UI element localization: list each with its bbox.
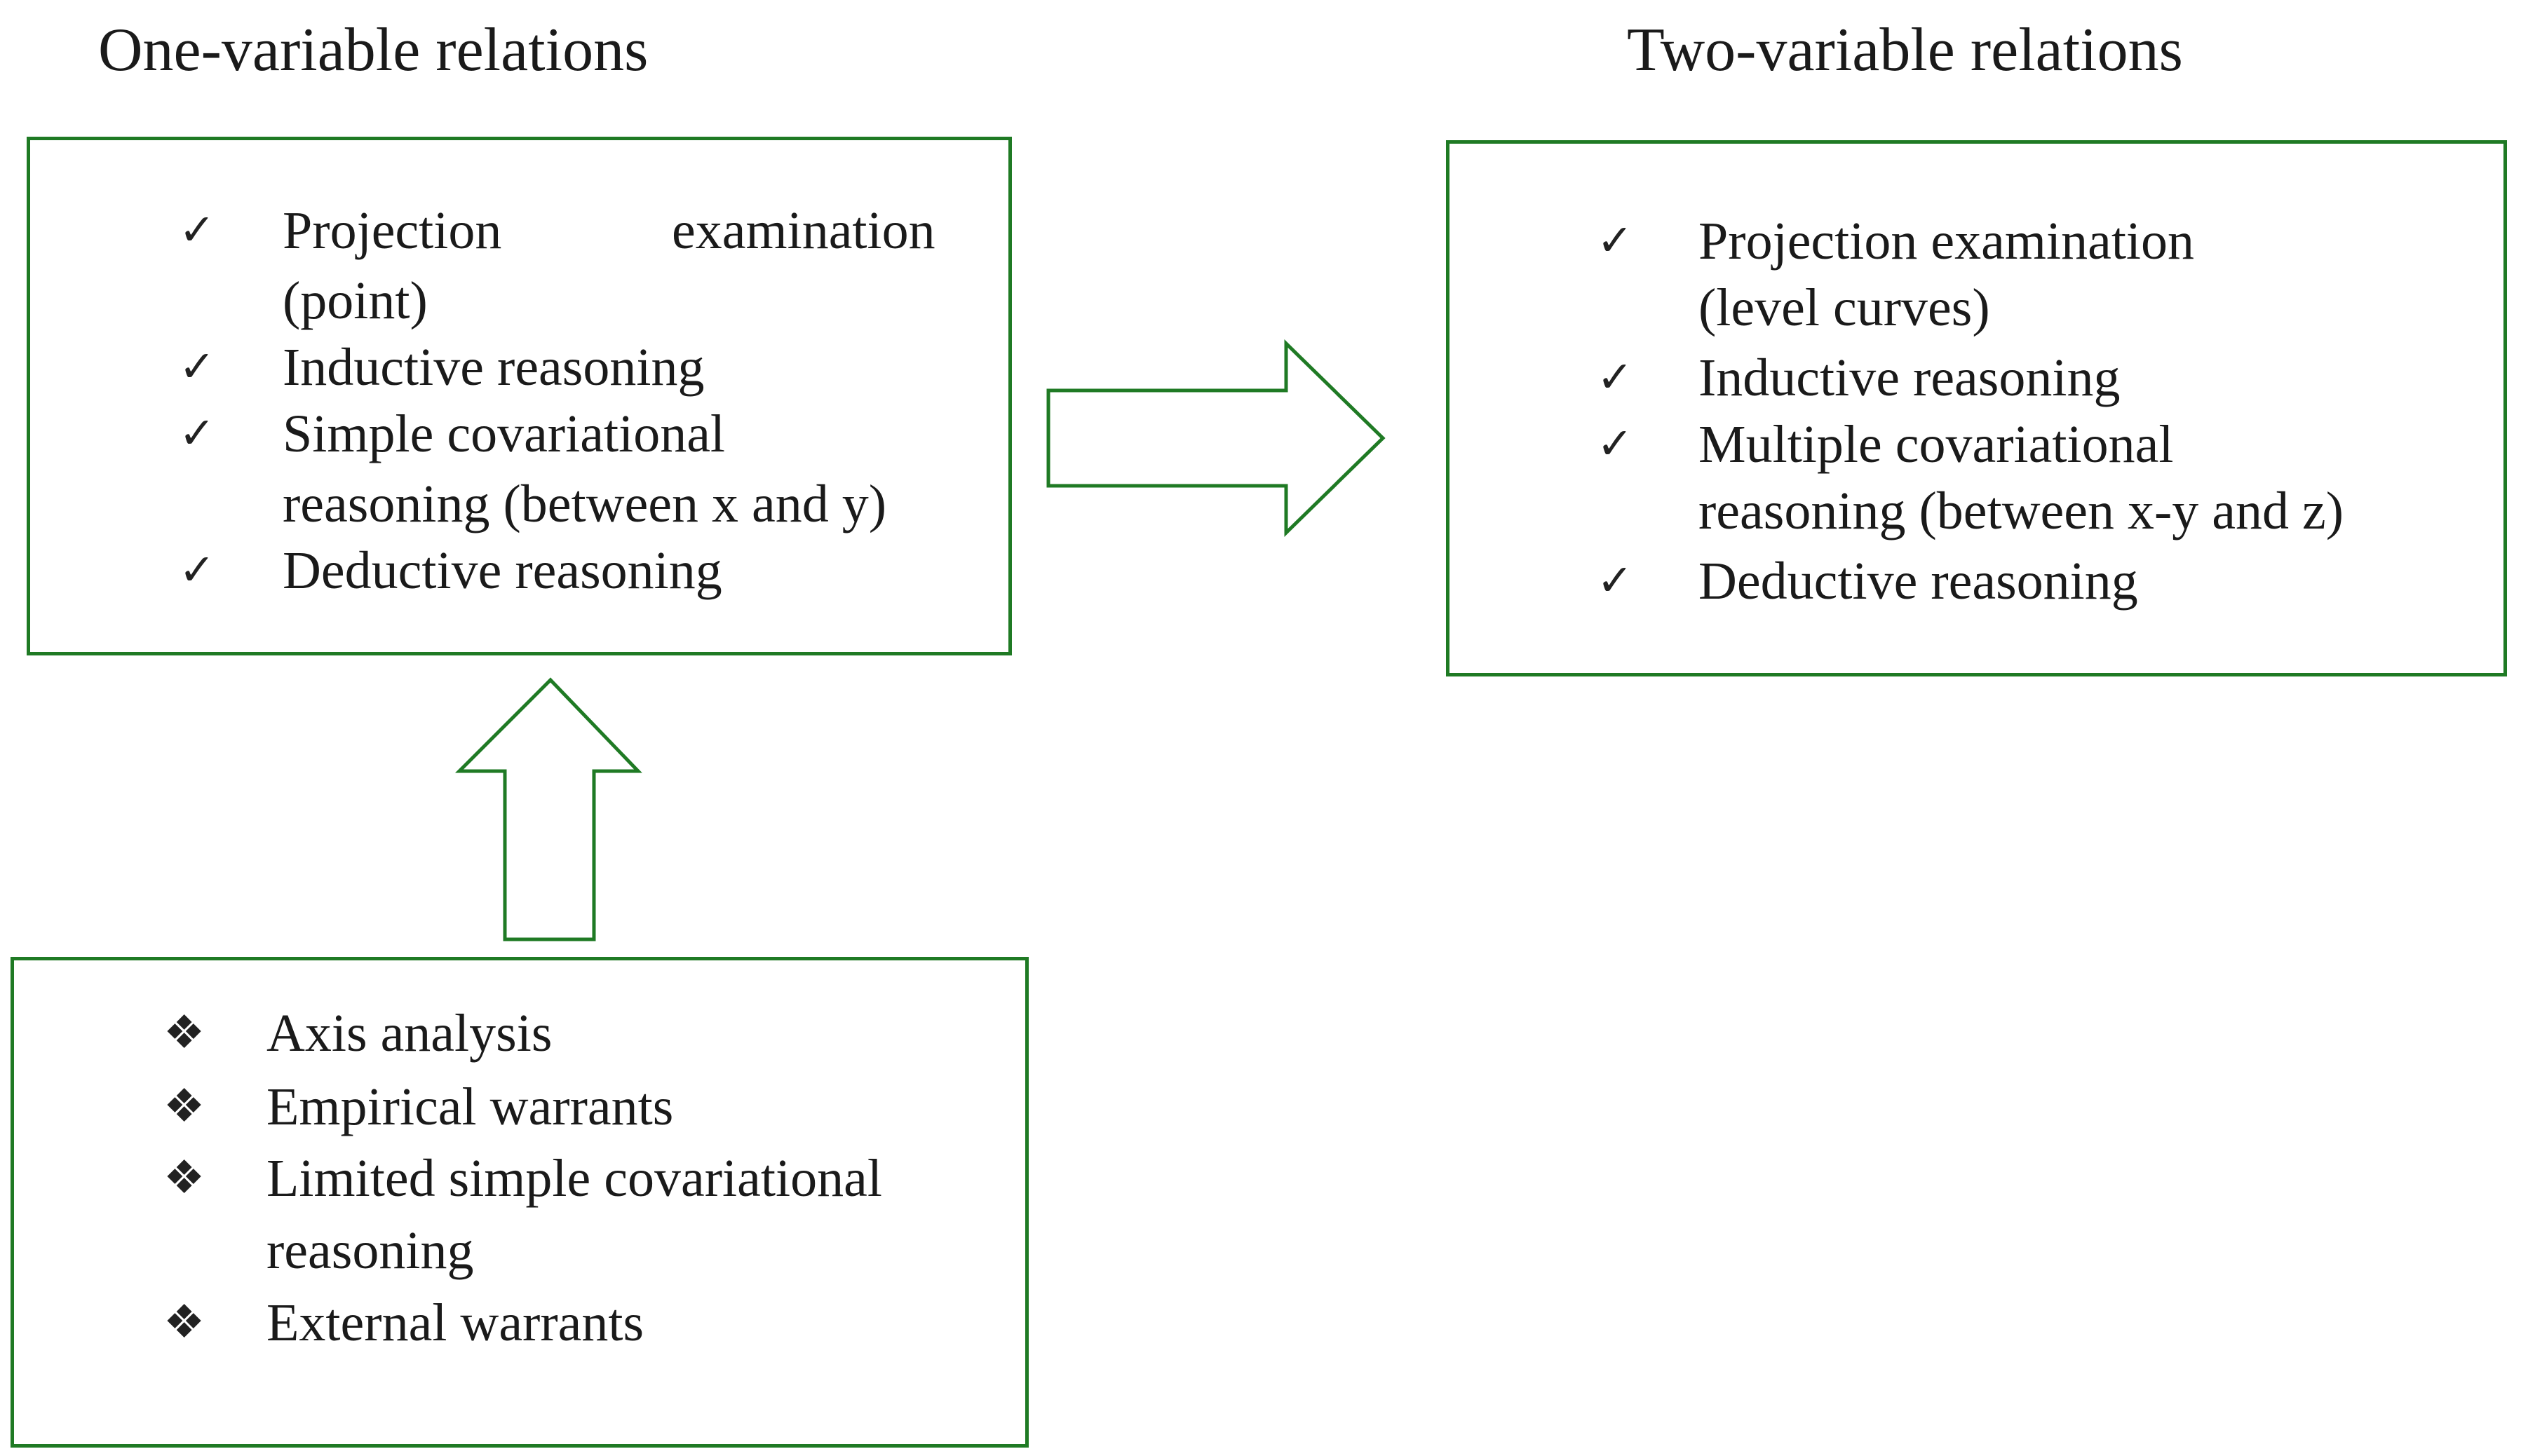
check-icon: ✓ xyxy=(1597,421,1633,468)
item-inductive-reasoning: Inductive reasoning xyxy=(283,338,705,397)
diamond-bullet-icon: ❖ xyxy=(163,1007,205,1059)
item-simple-covariational: Simple covariational xyxy=(283,404,726,463)
check-icon: ✓ xyxy=(179,343,215,391)
box-two-variable: ✓ Projection examination (level curves) … xyxy=(1446,140,2507,676)
heading-two-variable: Two-variable relations xyxy=(1627,16,2183,84)
diamond-bullet-icon: ❖ xyxy=(163,1152,205,1204)
box-initial-reasoning: ❖ Axis analysis ❖ Empirical warrants ❖ L… xyxy=(11,957,1029,1448)
check-icon: ✓ xyxy=(1597,354,1633,402)
item-projection-examination-detail: (point) xyxy=(283,271,428,330)
item-limited-simple-covariational-detail: reasoning xyxy=(266,1221,474,1280)
item-inductive-reasoning: Inductive reasoning xyxy=(1698,348,2121,407)
item-empirical-warrants: Empirical warrants xyxy=(266,1077,674,1136)
right-arrow-icon xyxy=(1046,339,1386,537)
check-icon: ✓ xyxy=(179,410,215,458)
check-icon: ✓ xyxy=(179,547,215,594)
up-arrow-icon xyxy=(454,677,642,941)
item-projection-examination-detail: (level curves) xyxy=(1698,278,1990,337)
item-projection-examination: Projection examination xyxy=(1698,212,2195,271)
item-multiple-covariational-detail: reasoning (between x-y and z) xyxy=(1698,482,2344,540)
item-simple-covariational-detail: reasoning (between x and y) xyxy=(283,475,887,533)
diamond-bullet-icon: ❖ xyxy=(163,1081,205,1132)
item-external-warrants: External warrants xyxy=(266,1293,644,1352)
check-icon: ✓ xyxy=(1597,217,1633,265)
item-deductive-reasoning: Deductive reasoning xyxy=(283,541,722,600)
item-deductive-reasoning: Deductive reasoning xyxy=(1698,552,2138,611)
item-axis-analysis: Axis analysis xyxy=(266,1004,553,1063)
diamond-bullet-icon: ❖ xyxy=(163,1297,205,1348)
item-projection-examination-label: Projection xyxy=(283,201,502,260)
heading-one-variable: One-variable relations xyxy=(98,16,649,84)
check-icon: ✓ xyxy=(179,207,215,254)
box-one-variable: ✓ Projection examination (point) ✓ Induc… xyxy=(27,137,1012,655)
check-icon: ✓ xyxy=(1597,557,1633,605)
item-multiple-covariational: Multiple covariational xyxy=(1698,415,2174,474)
item-limited-simple-covariational: Limited simple covariational xyxy=(266,1149,882,1208)
item-projection-examination-label-end: examination xyxy=(672,201,935,260)
